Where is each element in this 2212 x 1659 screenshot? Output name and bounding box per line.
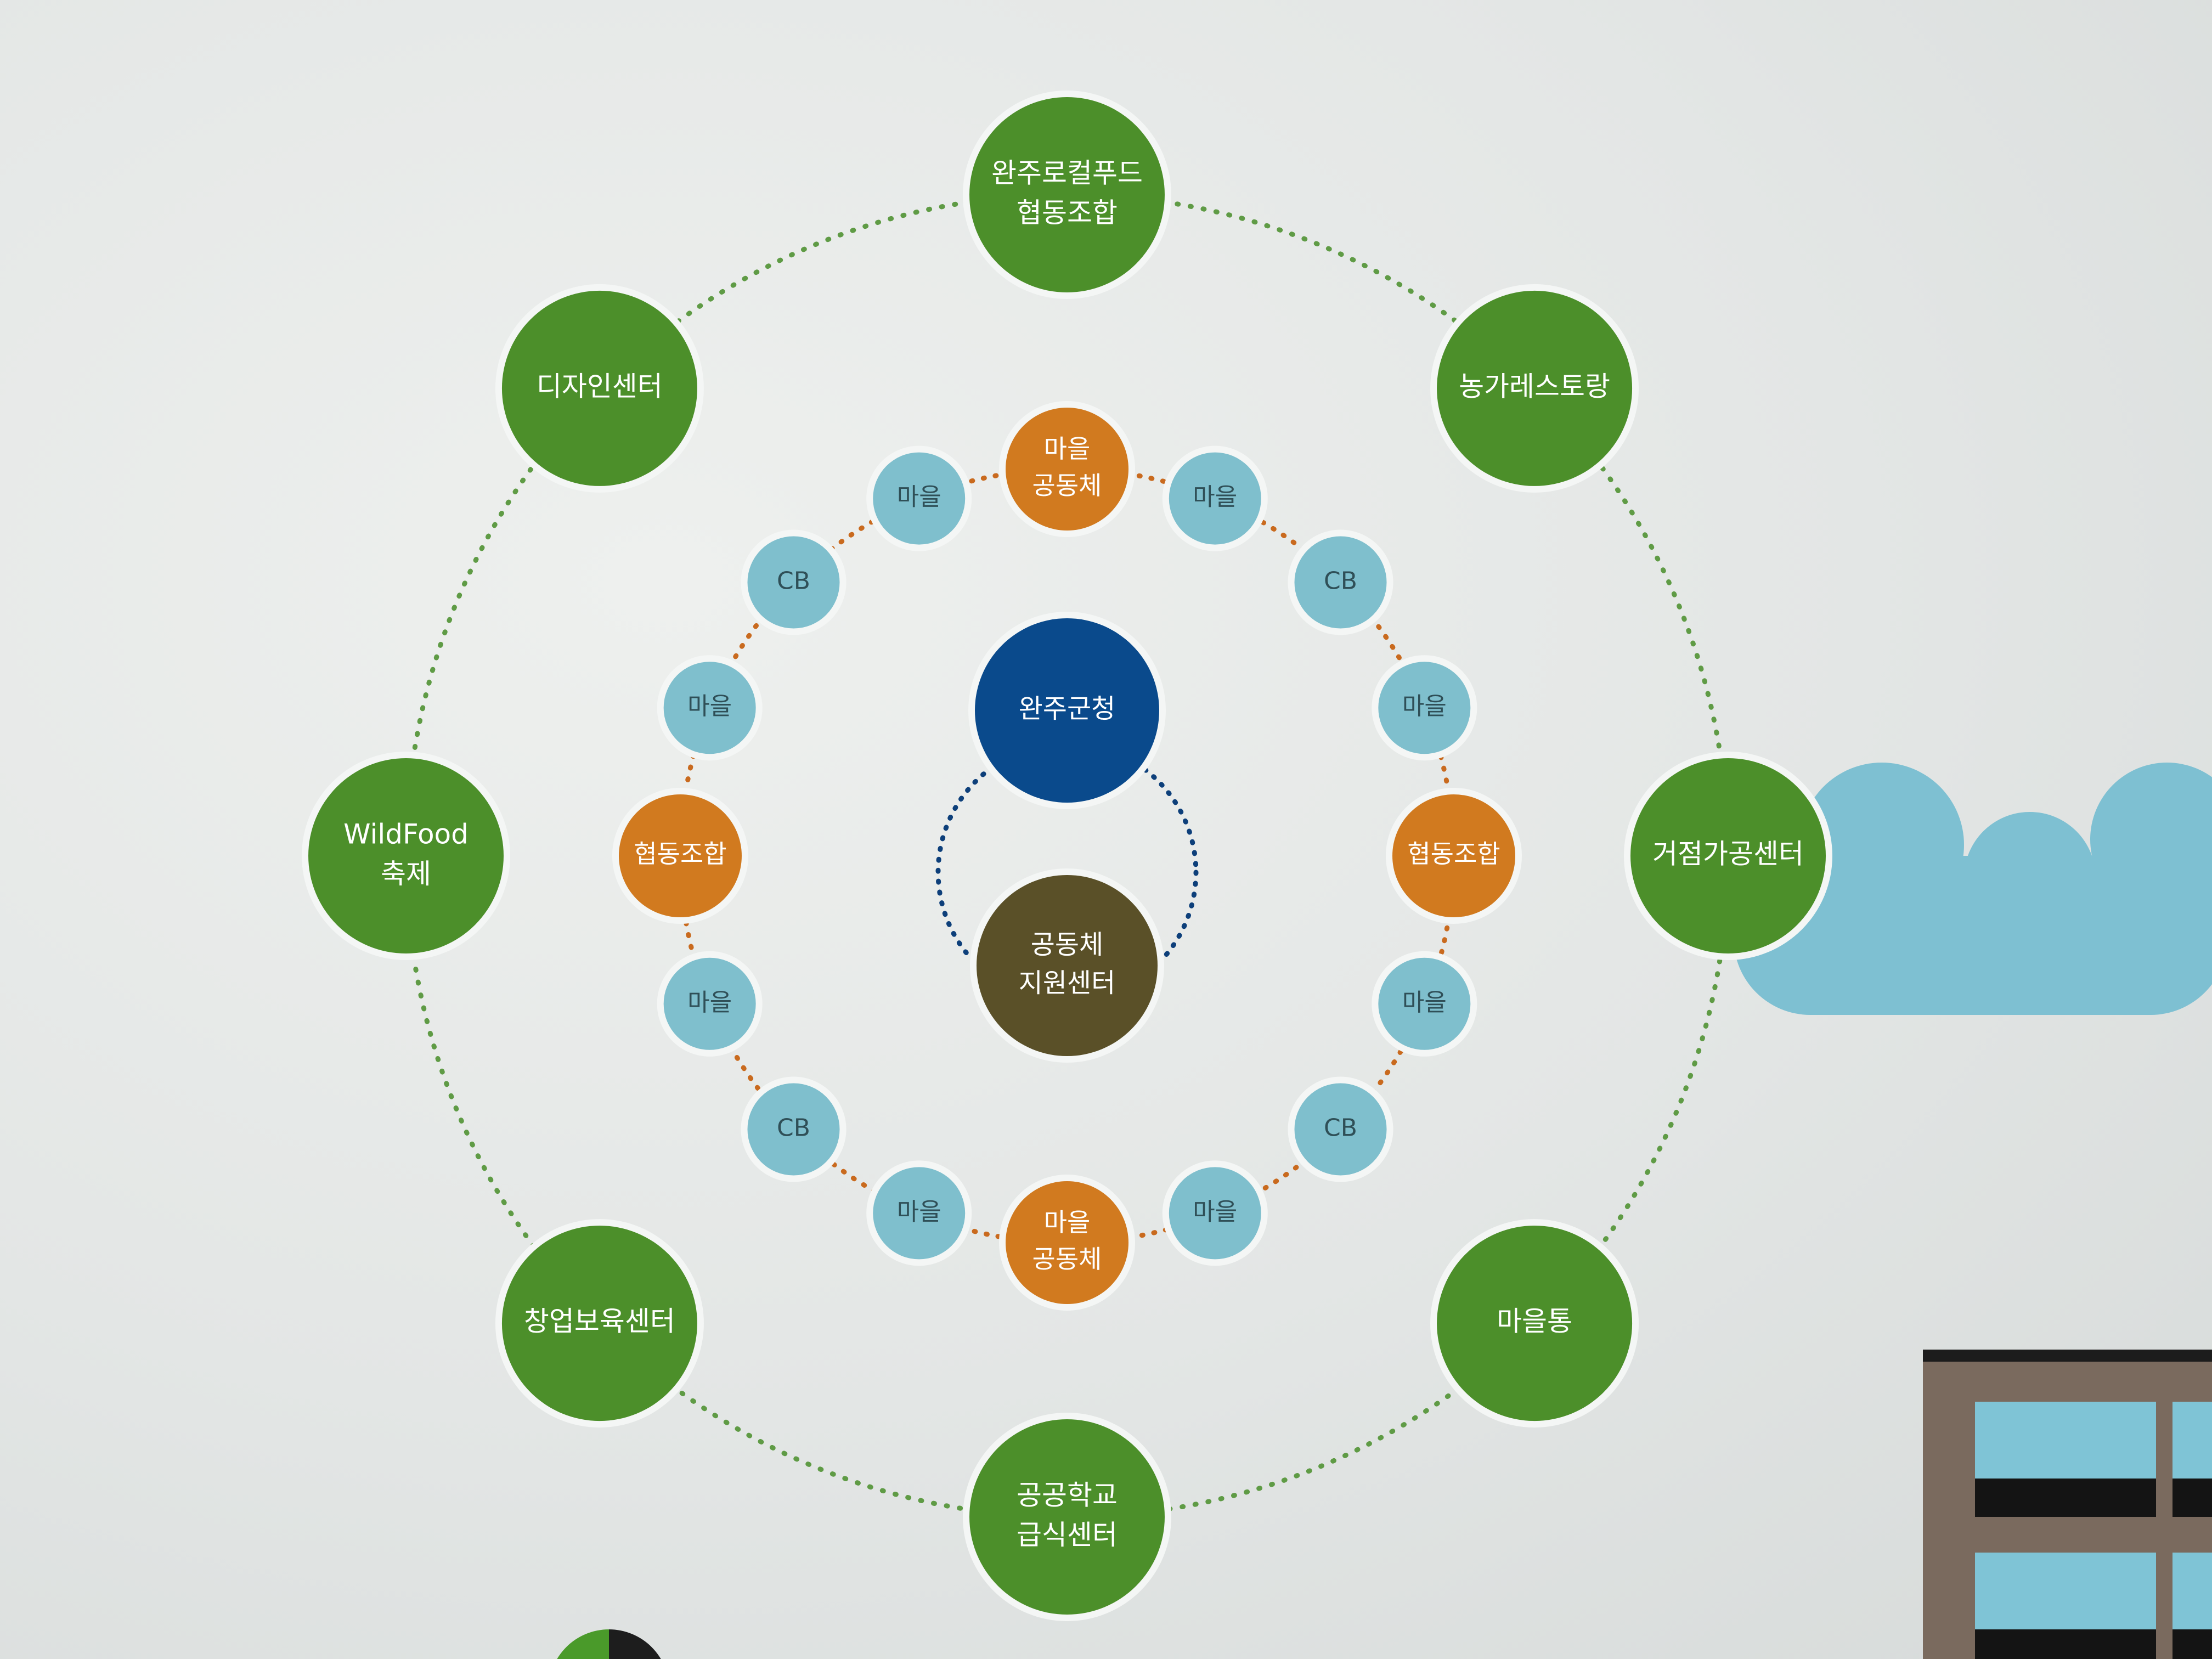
village-node-1-label: 마을	[1193, 483, 1237, 511]
village-node-14-disc	[747, 536, 840, 629]
village-node-5-label: 마을	[1402, 989, 1447, 1017]
community-node-8-label: 공동체	[1032, 1244, 1102, 1274]
outer-node-maeul-tong-label: 마을통	[1497, 1306, 1572, 1338]
village-node-6-label: CB	[1324, 1114, 1357, 1142]
county-office-node[interactable]: 완주군청	[968, 612, 1166, 809]
outer-node-design-center-label: 디자인센터	[537, 370, 663, 402]
community-node-8-label: 마을	[1044, 1207, 1091, 1237]
outer-node-wildfood-festival[interactable]: WildFood 축제	[302, 752, 510, 960]
village-node-13-disc	[663, 662, 756, 754]
village-node-15[interactable]: 마을	[866, 445, 972, 551]
community-node-8-disc	[1006, 1181, 1128, 1304]
outer-node-local-food-coop-label: 협동조합	[1017, 197, 1118, 229]
outer-node-startup-center-disc	[501, 1226, 697, 1421]
village-node-14[interactable]: CB	[741, 529, 847, 635]
community-node-4[interactable]: 협동조합	[1386, 788, 1522, 924]
village-node-9-disc	[873, 1167, 966, 1260]
village-node-3-label: 마을	[1402, 692, 1447, 720]
community-node-0-label: 마을	[1044, 434, 1091, 464]
county-office-node-disc	[975, 618, 1159, 803]
village-node-10[interactable]: CB	[741, 1076, 847, 1182]
village-node-13-label: 마을	[687, 692, 732, 720]
village-node-3[interactable]: 마을	[1372, 655, 1477, 761]
village-node-6-disc	[1294, 1083, 1387, 1176]
outer-node-maeul-tong[interactable]: 마을통	[1430, 1219, 1639, 1428]
outer-node-startup-center[interactable]: 창업보육센터	[495, 1219, 704, 1428]
village-node-7-label: 마을	[1193, 1198, 1237, 1226]
community-node-12-disc	[619, 794, 742, 917]
outer-node-school-meal-center-label: 급식센터	[1017, 1519, 1118, 1551]
village-node-1[interactable]: 마을	[1162, 445, 1268, 551]
village-node-10-disc	[747, 1083, 840, 1176]
center-ring	[935, 741, 1199, 1004]
outer-node-wildfood-festival-label: 축제	[381, 858, 431, 890]
village-node-11[interactable]: 마을	[657, 951, 763, 1057]
node-layer: 완주로컬푸드협동조합농가레스토랑거점가공센터마을통공공학교급식센터창업보육센터W…	[302, 91, 1832, 1621]
village-node-5-disc	[1378, 957, 1471, 1050]
village-node-6[interactable]: CB	[1288, 1076, 1393, 1182]
outer-node-processing-center[interactable]: 거점가공센터	[1624, 752, 1832, 960]
support-center-node-label: 공동체	[1031, 929, 1103, 960]
community-node-4-disc	[1392, 794, 1515, 917]
village-node-2-label: CB	[1324, 567, 1357, 595]
outer-node-local-food-coop-disc	[969, 97, 1165, 292]
village-node-1-disc	[1169, 452, 1261, 545]
outer-node-school-meal-center-label: 공공학교	[1017, 1479, 1118, 1511]
village-node-2[interactable]: CB	[1288, 529, 1393, 635]
county-office-node-label: 완주군청	[1019, 693, 1116, 724]
outer-node-processing-center-disc	[1630, 758, 1826, 953]
community-node-4-label: 협동조합	[1407, 839, 1500, 869]
village-node-11-disc	[663, 957, 756, 1050]
village-node-3-disc	[1378, 662, 1471, 754]
village-node-7[interactable]: 마을	[1162, 1160, 1268, 1266]
village-node-11-label: 마을	[687, 989, 732, 1017]
support-center-node-disc	[977, 875, 1158, 1056]
community-node-0-disc	[1006, 408, 1128, 531]
outer-node-startup-center-label: 창업보육센터	[524, 1306, 675, 1338]
community-node-12[interactable]: 협동조합	[612, 788, 748, 924]
outer-node-farm-restaurant-disc	[1437, 290, 1633, 486]
village-node-7-disc	[1169, 1167, 1261, 1260]
outer-node-design-center-disc	[501, 290, 697, 486]
outer-node-local-food-coop-label: 완주로컬푸드	[991, 157, 1143, 189]
outer-node-design-center[interactable]: 디자인센터	[495, 284, 704, 493]
cloud-decoration	[1734, 763, 2212, 1015]
outer-node-processing-center-label: 거점가공센터	[1652, 838, 1804, 870]
outer-node-wildfood-festival-disc	[308, 758, 504, 953]
outer-node-maeul-tong-disc	[1437, 1226, 1633, 1421]
village-node-9-label: 마을	[897, 1198, 941, 1226]
village-node-2-disc	[1294, 536, 1387, 629]
village-node-15-label: 마을	[897, 483, 941, 511]
village-node-13[interactable]: 마을	[657, 655, 763, 761]
outer-node-wildfood-festival-label: WildFood	[343, 818, 469, 850]
outer-node-school-meal-center-disc	[969, 1419, 1165, 1615]
building-decoration	[1923, 1350, 2212, 1659]
village-node-9[interactable]: 마을	[866, 1160, 972, 1266]
village-node-5[interactable]: 마을	[1372, 951, 1477, 1057]
community-node-0-label: 공동체	[1032, 471, 1102, 500]
outer-node-farm-restaurant[interactable]: 농가레스토랑	[1430, 284, 1639, 493]
outer-node-farm-restaurant-label: 농가레스토랑	[1459, 370, 1610, 402]
support-center-node-label: 지원센터	[1019, 968, 1116, 998]
community-node-12-label: 협동조합	[634, 839, 726, 869]
village-node-10-label: CB	[777, 1114, 810, 1142]
pie-icon	[557, 1629, 661, 1659]
village-node-15-disc	[873, 452, 966, 545]
village-node-14-label: CB	[777, 567, 810, 595]
